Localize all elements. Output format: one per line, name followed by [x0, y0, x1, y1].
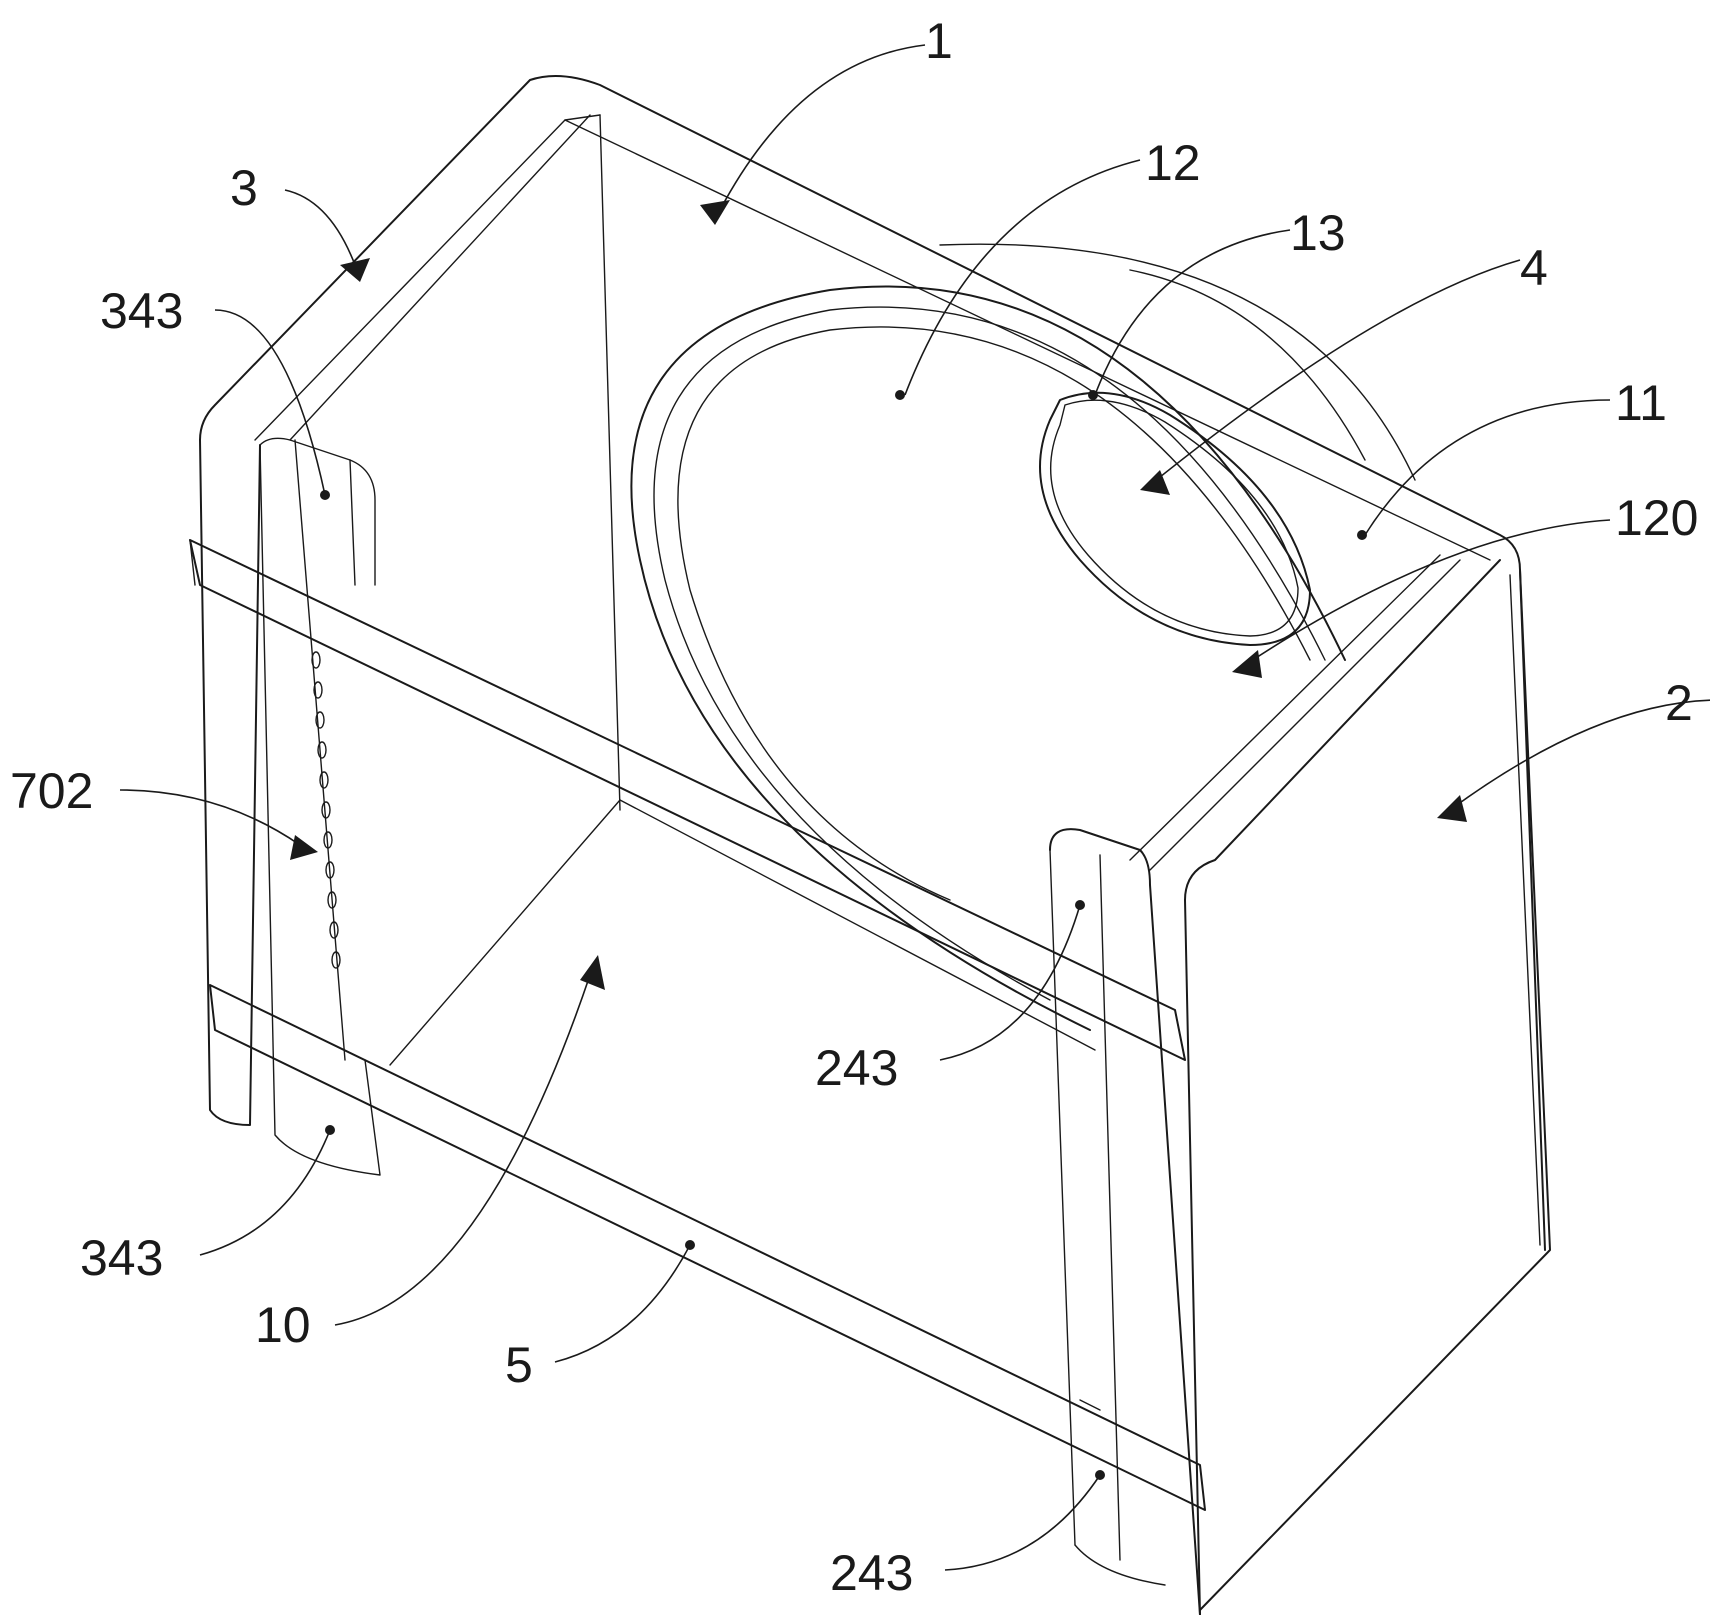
left-post [199, 437, 381, 1176]
top-crossbar [189, 539, 1186, 1061]
label-3: 3 [230, 160, 258, 216]
label-4: 4 [1520, 240, 1548, 296]
label-120: 120 [1615, 490, 1698, 546]
label-5: 5 [505, 1337, 533, 1393]
box-body [199, 75, 1551, 1615]
dome [939, 243, 1416, 481]
large-oval-opening [630, 285, 1346, 1031]
label-243-bottom: 243 [830, 1545, 913, 1601]
label-11: 11 [1615, 375, 1667, 431]
label-2: 2 [1665, 675, 1693, 731]
label-1: 1 [925, 13, 953, 69]
box-bottom [389, 799, 1096, 1066]
label-343-top: 343 [100, 283, 183, 339]
label-10: 10 [255, 1297, 311, 1353]
small-oval-opening [1039, 391, 1311, 646]
leader-lines [119, 44, 1710, 1571]
right-post [1049, 828, 1201, 1615]
bottom-crossbar [209, 984, 1206, 1511]
label-343-bottom: 343 [80, 1230, 163, 1286]
label-702: 702 [10, 763, 93, 819]
reference-numerals: 1 12 13 4 11 120 2 3 343 702 343 10 5 24… [10, 13, 1698, 1601]
vent-holes [311, 651, 341, 969]
label-243-mid: 243 [815, 1040, 898, 1096]
label-12: 12 [1145, 135, 1201, 191]
label-13: 13 [1290, 205, 1346, 261]
